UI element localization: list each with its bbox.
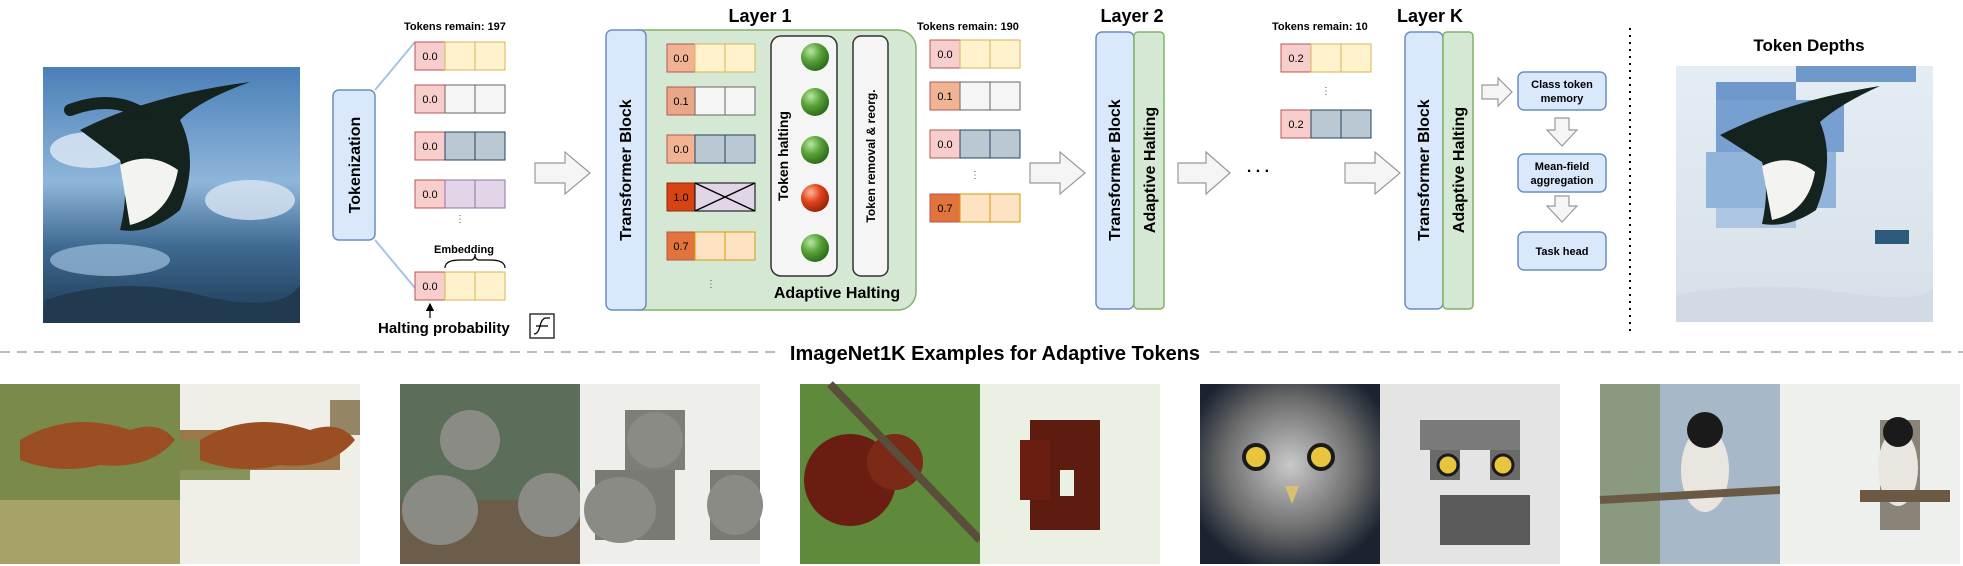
halting-value: 0.0: [422, 141, 437, 153]
transformer-block-label: Transformer Block: [1416, 99, 1433, 240]
token-halting-panel: Token halting: [770, 35, 838, 277]
token-row: 0.7: [666, 231, 756, 261]
token-row: 0.2: [1280, 43, 1372, 73]
halting-value: 0.2: [1288, 119, 1303, 131]
vertical-ellipsis: ⋮: [455, 214, 465, 225]
halting-value: 0.7: [673, 241, 688, 253]
mean-field-line1: Mean-field: [1535, 161, 1589, 173]
circle-icon: [801, 88, 829, 116]
tokens-remain-190: Tokens remain: 190: [917, 21, 1019, 33]
halting-value: 0.0: [673, 144, 688, 156]
arrow-right-icon: [1029, 150, 1086, 196]
image-icon: [1200, 384, 1380, 564]
arrow-right-icon: [1344, 150, 1401, 196]
class-token-memory-line2: memory: [1541, 93, 1585, 105]
halting-value: 0.0: [422, 189, 437, 201]
embedding-label: Embedding: [434, 244, 494, 256]
example-monkey: [800, 381, 1160, 564]
token-row: 0.0: [414, 271, 506, 301]
example-owl: [1200, 384, 1560, 564]
token-column-2: 0.0 0.1 0.0 ⋮ 0.7: [929, 39, 1021, 223]
transformer-block-label: Transformer Block: [618, 99, 635, 240]
token-row: 0.0: [929, 39, 1021, 69]
halting-value: 0.0: [422, 94, 437, 106]
tokens-remain-10: Tokens remain: 10: [1272, 21, 1368, 33]
arrow-right-icon: [1481, 76, 1513, 108]
adaptive-halting-label: Adaptive Halting: [1142, 107, 1159, 233]
layer2-title: Layer 2: [1100, 6, 1163, 26]
adaptive-halting-label: Adaptive Halting: [774, 285, 900, 302]
halting-prob-label: Halting probability: [378, 320, 510, 337]
examples-title: ImageNet1K Examples for Adaptive Tokens: [790, 343, 1200, 365]
class-token-memory-line1: Class token: [1531, 79, 1593, 91]
token-halting-label: Token halting: [775, 111, 791, 201]
halting-value: 0.1: [937, 91, 952, 103]
arrow-right-icon: [1177, 150, 1231, 196]
head-pipeline: Class token memory Mean-field aggregatio…: [1517, 71, 1607, 271]
layer1-title: Layer 1: [728, 6, 791, 26]
circle-icon: [801, 184, 829, 212]
halting-value: 0.0: [937, 49, 952, 61]
arrow-right-icon: [534, 150, 591, 196]
halting-value: 0.2: [1288, 53, 1303, 65]
token-depths-image: [1676, 66, 1933, 322]
arrow-down-icon: [1545, 117, 1579, 147]
token-row: 0.0: [666, 43, 756, 73]
token-depths-title: Token Depths: [1753, 36, 1864, 55]
tokenization-label: Tokenization: [347, 117, 364, 214]
example-chickadee: [1599, 384, 1960, 564]
token-row: 0.0: [414, 179, 506, 209]
token-row: 0.2: [1280, 109, 1372, 139]
token-row-halted: 1.0: [666, 182, 756, 212]
embedding-brace: [444, 253, 506, 269]
token-row: 0.1: [929, 81, 1021, 111]
circle-icon: [801, 234, 829, 262]
halting-value: 0.0: [673, 53, 688, 65]
vertical-ellipsis: ⋮: [706, 279, 716, 290]
token-row: 0.0: [414, 84, 506, 114]
layerk-block: Transformer Block Adaptive Halting: [1404, 31, 1474, 310]
token-spread-lines: [374, 41, 416, 289]
layer2-block: Transformer Block Adaptive Halting: [1095, 31, 1165, 310]
vertical-ellipsis: ⋮: [970, 170, 980, 181]
halting-value: 0.0: [422, 51, 437, 63]
circle-icon: [801, 43, 829, 71]
token-row: 0.0: [414, 131, 506, 161]
tokens-remain-197: Tokens remain: 197: [404, 21, 506, 33]
mean-field-line2: aggregation: [1531, 175, 1594, 187]
halting-function-icon: [529, 313, 555, 339]
token-removal-panel: Token removal & reorg.: [852, 35, 889, 277]
token-removal-label: Token removal & reorg.: [864, 89, 878, 222]
token-row: 0.7: [929, 193, 1021, 223]
token-row: 0.0: [666, 134, 756, 164]
layerk-title: Layer K: [1397, 6, 1463, 26]
token-row: 0.0: [414, 41, 506, 71]
tokenization-block: Tokenization: [332, 89, 376, 241]
adaptive-halting-label: Adaptive Halting: [1451, 107, 1468, 233]
example-triceratops: [400, 384, 763, 564]
vertical-ellipsis: ⋮: [1321, 86, 1331, 97]
token-column-1: 0.0 0.0 0.0 0.0 ⋮ Embedding 0.0: [378, 41, 555, 339]
layer-ellipsis: . . .: [1247, 159, 1269, 176]
halting-value: 0.7: [937, 203, 952, 215]
halting-value: 1.0: [673, 192, 688, 204]
halting-value: 0.0: [937, 139, 952, 151]
halting-value: 0.1: [673, 96, 688, 108]
circle-icon: [801, 136, 829, 164]
layer1-block: Transformer Block 0.0 0.1 0.0 1.0: [605, 29, 917, 311]
example-fox: [0, 384, 360, 564]
halting-value: 0.0: [422, 281, 437, 293]
token-row: 0.1: [666, 86, 756, 116]
arrow-down-icon: [1545, 195, 1579, 223]
token-column-k: 0.2 ⋮ 0.2: [1280, 43, 1372, 139]
transformer-block-label: Transformer Block: [1107, 99, 1124, 240]
input-image: [43, 67, 300, 323]
task-head-label: Task head: [1536, 246, 1589, 258]
token-row: 0.0: [929, 129, 1021, 159]
